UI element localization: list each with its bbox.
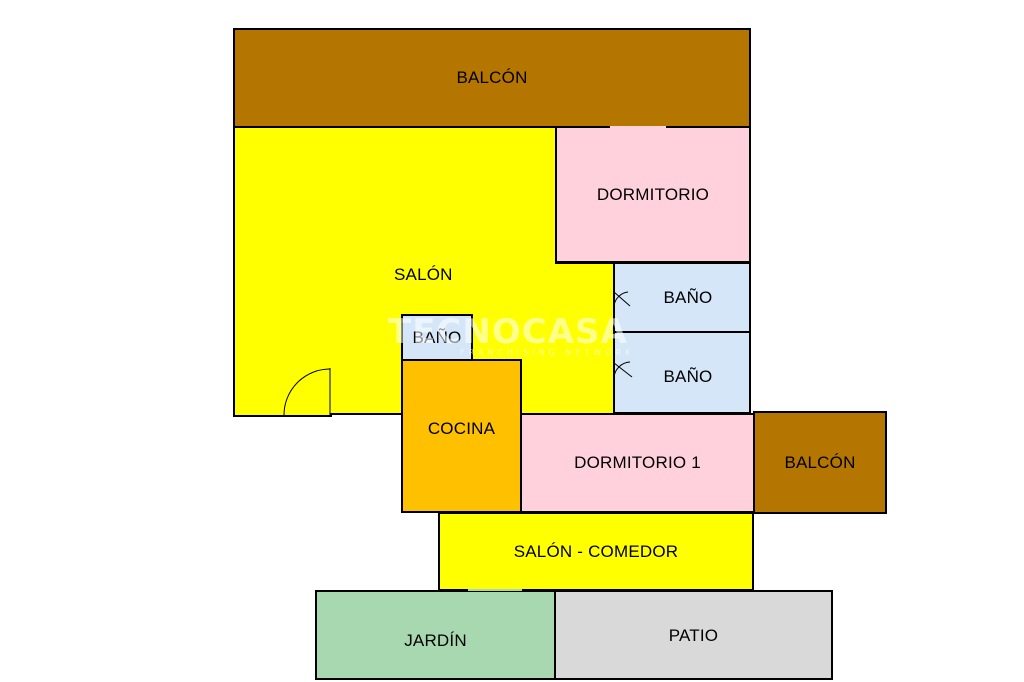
- room-bano-small: BAÑO: [401, 314, 473, 361]
- room-label-salon-comedor: SALÓN - COMEDOR: [513, 541, 679, 561]
- room-label-bano-small: BAÑO: [412, 327, 462, 347]
- room-salon-main: SALÓN: [234, 127, 614, 415]
- room-balcon-right: BALCÓN: [753, 411, 887, 514]
- room-dormitorio-1: DORMITORIO 1: [520, 413, 755, 513]
- room-bano-1: BAÑO: [613, 262, 751, 333]
- room-cocina: COCINA: [401, 359, 522, 513]
- room-patio: PATIO: [554, 590, 833, 680]
- room-label-patio: PATIO: [668, 626, 719, 645]
- room-salon-comedor: SALÓN - COMEDOR: [438, 512, 754, 591]
- room-jardin: JARDÍN: [315, 590, 556, 680]
- room-label-dormitorio: DORMITORIO: [596, 184, 710, 204]
- room-label-jardin: JARDÍN: [404, 631, 467, 650]
- room-dormitorio: DORMITORIO: [555, 126, 751, 263]
- room-label-cocina: COCINA: [427, 419, 496, 438]
- room-bano-2: BAÑO: [613, 331, 751, 414]
- room-label-bano-1: BAÑO: [663, 287, 713, 307]
- room-label-bano-2: BAÑO: [663, 366, 713, 386]
- room-label-balcon-right: BALCÓN: [784, 452, 856, 472]
- room-label-dormitorio-1: DORMITORIO 1: [574, 453, 701, 472]
- room-balcon-top: BALCÓN: [233, 28, 751, 128]
- room-label-balcon-top: BALCÓN: [456, 68, 528, 87]
- room-label-salon-main: SALÓN: [394, 265, 453, 284]
